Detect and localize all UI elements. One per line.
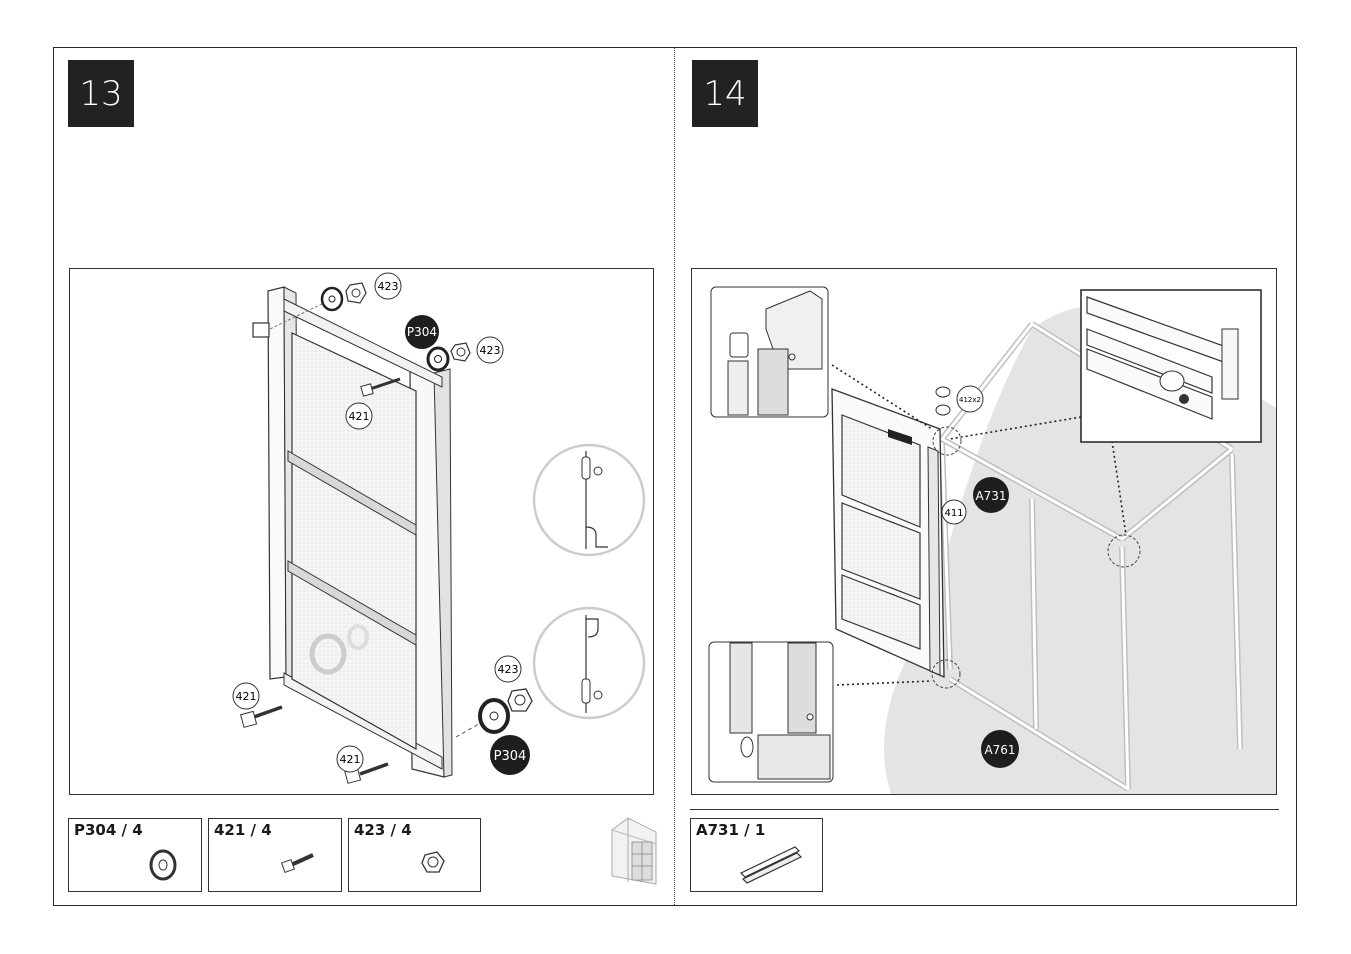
part-label-p304: P304 / 4 <box>74 821 143 839</box>
parts-separator <box>690 809 1279 810</box>
part-box-p304: P304 / 4 <box>68 818 202 892</box>
left-stile <box>267 286 287 680</box>
part-box-a731: A731 / 1 <box>690 818 823 892</box>
door-assembly-drawing: 423 P304 423 421 421 421 423 P30 <box>232 272 646 784</box>
step-divider <box>674 48 675 905</box>
step-14-illustration: 412x2 411 A731 A761 <box>691 268 1277 795</box>
step-13-number: 13 <box>68 60 134 127</box>
bolt-icon <box>280 853 314 874</box>
detail-circle-top <box>532 443 646 557</box>
callout-423-mid: 423 <box>480 344 501 357</box>
callout-412: 412x2 <box>959 396 981 404</box>
step-14-number: 14 <box>692 60 758 127</box>
callout-p304-bottom: P304 <box>494 749 527 764</box>
nut-icon <box>421 851 445 873</box>
part-label-421: 421 / 4 <box>214 821 272 839</box>
greenhouse-thumbnail-icon <box>611 817 657 885</box>
callout-421-bottom: 421 <box>340 753 361 766</box>
page-frame <box>53 47 1297 906</box>
part-box-423: 423 / 4 <box>348 818 481 892</box>
rail-profile-icon <box>739 846 803 884</box>
step-13-illustration: 423 P304 423 421 421 421 423 P30 <box>69 268 654 795</box>
callout-423-bottom: 423 <box>498 663 519 676</box>
part-label-423: 423 / 4 <box>354 821 412 839</box>
part-label-a731: A731 / 1 <box>696 821 766 839</box>
callout-a731: A731 <box>975 489 1006 503</box>
callout-411: 411 <box>944 508 963 519</box>
greenhouse-door-install-drawing: 412x2 411 A731 A761 <box>708 286 1276 794</box>
part-box-421: 421 / 4 <box>208 818 342 892</box>
callout-423-top: 423 <box>378 280 399 293</box>
callout-p304-top: P304 <box>407 325 437 339</box>
callout-421-top: 421 <box>349 410 370 423</box>
roller-wheel-icon <box>149 849 177 881</box>
detail-circle-bottom <box>532 606 646 720</box>
callout-a761: A761 <box>984 743 1015 757</box>
callout-421-left: 421 <box>236 690 257 703</box>
